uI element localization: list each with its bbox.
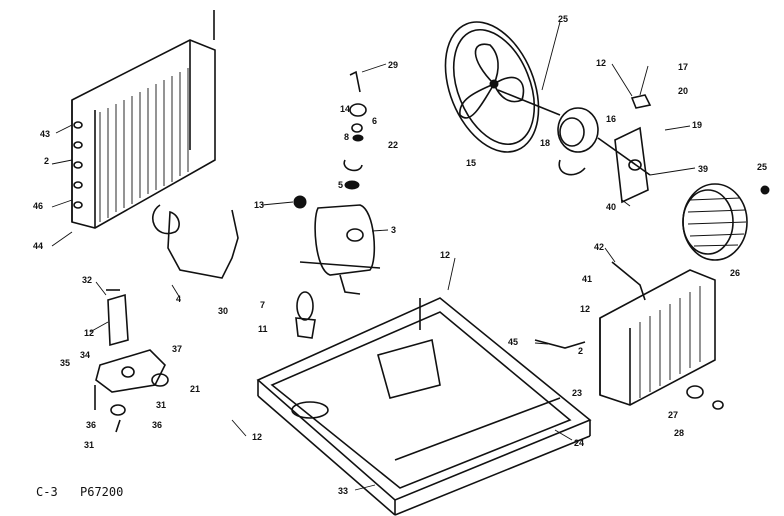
label-6: 6 — [372, 116, 377, 126]
label-8: 8 — [344, 132, 349, 142]
base-pan — [256, 297, 592, 516]
label-36: 36 — [86, 420, 96, 430]
label-20: 20 — [678, 86, 688, 96]
label-7: 7 — [260, 300, 265, 310]
label-45: 45 — [508, 337, 518, 347]
label-13: 13 — [254, 200, 264, 210]
footer-part-code: P67200 — [80, 485, 123, 499]
evaporator-coil — [534, 261, 724, 410]
label-34: 34 — [80, 350, 90, 360]
label-14: 14 — [340, 104, 350, 114]
label-25: 25 — [558, 14, 568, 24]
label-12: 12 — [580, 304, 590, 314]
label-37: 37 — [172, 344, 182, 354]
label-31: 31 — [84, 440, 94, 450]
label-35: 35 — [60, 358, 70, 368]
label-16: 16 — [606, 114, 616, 124]
label-32: 32 — [82, 275, 92, 285]
part-labels: 43 2 46 44 4 32 12 35 34 37 31 36 36 31 … — [33, 14, 767, 496]
label-2: 2 — [44, 156, 49, 166]
label-4: 4 — [176, 294, 181, 304]
tube-part-4 — [151, 204, 239, 279]
switch-assembly — [94, 289, 169, 433]
label-33: 33 — [338, 486, 348, 496]
label-12: 12 — [596, 58, 606, 68]
label-2: 2 — [578, 346, 583, 356]
label-30: 30 — [218, 306, 228, 316]
label-42: 42 — [594, 242, 604, 252]
footer-page-code: C-3 — [36, 485, 58, 499]
label-28: 28 — [674, 428, 684, 438]
label-24: 24 — [574, 438, 584, 448]
label-22: 22 — [388, 140, 398, 150]
label-11: 11 — [258, 324, 268, 334]
label-26: 26 — [730, 268, 740, 278]
label-21: 21 — [190, 384, 200, 394]
compressor — [293, 70, 381, 339]
label-5: 5 — [338, 180, 343, 190]
fan-motor — [557, 94, 652, 204]
condenser-coil — [71, 10, 216, 229]
condenser-fan-blade — [444, 21, 561, 153]
label-29: 29 — [388, 60, 398, 70]
label-12: 12 — [84, 328, 94, 338]
label-12: 12 — [252, 432, 262, 442]
label-31: 31 — [156, 400, 166, 410]
label-25: 25 — [757, 162, 767, 172]
label-39: 39 — [698, 164, 708, 174]
label-3: 3 — [391, 225, 396, 235]
label-46: 46 — [33, 201, 43, 211]
label-44: 44 — [33, 241, 43, 251]
label-36: 36 — [152, 420, 162, 430]
blower-wheel — [682, 183, 770, 261]
label-40: 40 — [606, 202, 616, 212]
label-23: 23 — [572, 388, 582, 398]
label-41: 41 — [582, 274, 592, 284]
label-18: 18 — [540, 138, 550, 148]
label-15: 15 — [466, 158, 476, 168]
label-12: 12 — [440, 250, 450, 260]
label-17: 17 — [678, 62, 688, 72]
leader-lines — [51, 21, 696, 491]
label-43: 43 — [40, 129, 50, 139]
label-27: 27 — [668, 410, 678, 420]
label-19: 19 — [692, 120, 702, 130]
